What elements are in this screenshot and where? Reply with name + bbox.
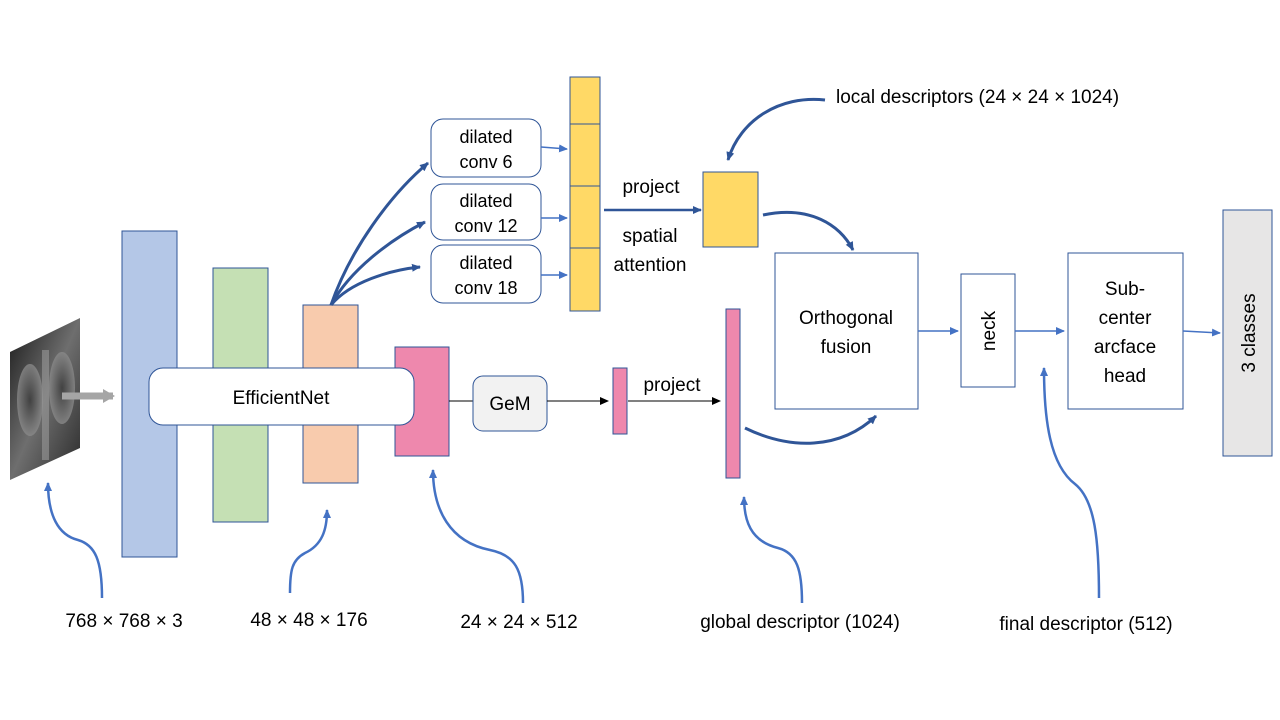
output-classes-box [1222, 209, 1273, 457]
efficientnet-label: EfficientNet [233, 388, 331, 409]
arrow-local-to-fusion [762, 210, 855, 251]
head-line3: arcface [1094, 337, 1156, 358]
final-descriptor-label: final descriptor (512) [999, 614, 1172, 635]
input-size-callout-arrow [44, 482, 104, 599]
local-descriptors-callout-label: local descriptors (24 × 24 × 1024) [836, 87, 1119, 108]
dilated-conv-6-line2: conv 6 [459, 152, 512, 172]
global-descriptor-vector [725, 308, 741, 479]
last-feature-callout-arrow [429, 469, 525, 604]
arrow-to-dilated-conv-12 [329, 220, 426, 306]
fusion-line2: fusion [821, 337, 872, 358]
arrow-global-to-fusion [744, 414, 878, 445]
final-descriptor-callout-arrow [1040, 367, 1101, 599]
arrow-head-to-output [1182, 328, 1221, 337]
last-feature-label: 24 × 24 × 512 [460, 612, 577, 633]
dilated-conv-6-box: dilated conv 6 [430, 118, 542, 178]
dilated-conv-12-line2: conv 12 [454, 216, 517, 236]
mid-feature-callout-arrow [288, 509, 331, 594]
head-line1: Sub- [1105, 279, 1145, 300]
dilated-conv-18-line1: dilated [459, 253, 512, 273]
global-project-label: project [643, 375, 701, 396]
dilated-conv-6-line1: dilated [459, 127, 512, 147]
input-xray-image [10, 318, 80, 480]
input-size-label: 768 × 768 × 3 [65, 611, 182, 632]
gem-box [472, 375, 548, 432]
output-classes-label: 3 classes [1239, 293, 1260, 372]
efficientnet-box [148, 367, 415, 426]
dilated-conv-12-box: dilated conv 12 [430, 183, 542, 241]
arrow-to-dilated-conv-18 [329, 263, 421, 306]
spatial-attention-line2: attention [614, 255, 687, 276]
global-descriptor-label: global descriptor (1024) [700, 612, 900, 633]
dilated-conv-18-box: dilated conv 18 [430, 244, 542, 304]
mid-feature-label: 48 × 48 × 176 [250, 610, 367, 631]
arcface-head-box [1067, 252, 1184, 410]
local-project-label: project [622, 177, 680, 198]
dilated-conv-12-line1: dilated [459, 191, 512, 211]
gem-output-vector [612, 367, 628, 435]
local-descriptors-callout-arrow [726, 97, 826, 161]
arrow-to-dilated-conv-6 [329, 161, 429, 306]
orthogonal-fusion-box [774, 252, 919, 410]
gem-label: GeM [489, 394, 530, 415]
neck-label: neck [979, 310, 1000, 351]
fusion-line1: Orthogonal [799, 308, 893, 329]
dilated-conv-18-line2: conv 18 [454, 278, 517, 298]
global-descriptor-callout-arrow [740, 496, 804, 604]
neck-box [960, 273, 1016, 388]
spatial-attention-line1: spatial [623, 226, 678, 247]
local-descriptor-block [702, 171, 759, 248]
head-line4: head [1104, 366, 1146, 387]
concat-feature-stack [569, 76, 601, 312]
arrow-conv6-to-stack [540, 144, 568, 153]
head-line2: center [1099, 308, 1152, 329]
